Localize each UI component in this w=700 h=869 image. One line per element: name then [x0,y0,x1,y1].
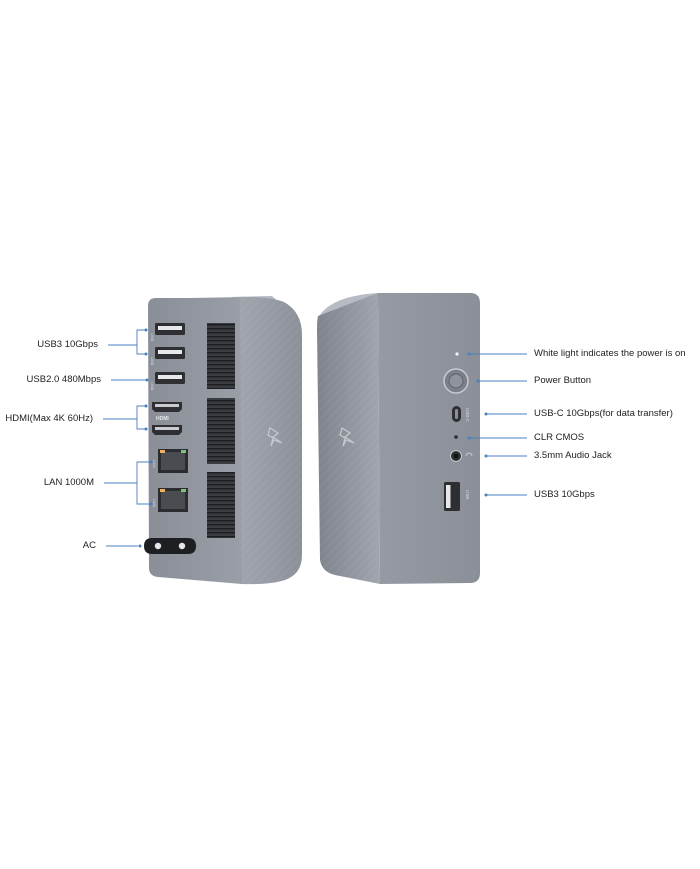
usb-marking-2: USB [150,357,155,366]
right-callout-lines [470,353,527,496]
brand-logo-icon [339,427,355,447]
usb-c-port [452,406,461,422]
lan-marking-2: LAN [152,499,157,507]
usb3-rear-bracket [136,329,145,355]
vent-grille-top [207,323,235,389]
audio-jack [450,450,462,462]
right-callout-dots [467,352,488,497]
lan-label: LAN 1000M [43,477,94,488]
lan-bracket [136,461,150,505]
usb-marking-3: USB [150,382,155,391]
vent-grille-middle [207,398,235,464]
front-unit-top [318,293,468,318]
left-callout-lines [103,329,150,547]
hdmi-bracket [136,405,145,430]
usb-front-marking: USB [465,490,470,499]
rear-unit: USB USB USB HDMI [144,296,302,585]
power-led-icon [455,352,459,356]
usb3-front-label: USB3 10Gbps [534,489,595,500]
usb-marking-1: USB [150,333,155,342]
lan-port-1 [158,449,188,473]
usb-c-label: USB-C 10Gbps(for data transfer) [534,408,673,419]
brand-logo-icon [267,427,283,447]
power-led-label: White light indicates the power is on [534,348,686,359]
usb-c-marking: USB-C [465,408,470,423]
clr-cmos-hole-icon [454,435,458,439]
ac-power-port [144,538,196,554]
hdmi-port-2 [152,425,182,435]
usb3-front-port [444,482,460,511]
usb3-port-1 [155,323,185,335]
front-unit: USB-C USB [317,293,480,584]
hdmi-label: HDMI(Max 4K 60Hz) [5,413,93,424]
left-callout-dots [138,328,153,548]
usb3-rear-label: USB3 10Gbps [37,339,98,350]
front-unit-port-panel [378,293,480,584]
power-button [443,368,469,394]
usb2-port [155,372,185,384]
headphone-icon [465,452,473,457]
audio-jack-label: 3.5mm Audio Jack [534,450,612,461]
lan-port-2 [158,488,188,512]
hdmi-marking: HDMI [156,416,169,422]
vent-grille-bottom [207,472,235,538]
usb3-port-2 [155,347,185,359]
clr-cmos-label: CLR CMOS [534,432,585,443]
ac-label: AC [82,540,96,551]
power-button-label: Power Button [534,375,592,386]
usb2-rear-label: USB2.0 480Mbps [26,374,101,385]
hdmi-port-1 [152,402,182,412]
lan-marking-1: LAN [152,460,157,468]
